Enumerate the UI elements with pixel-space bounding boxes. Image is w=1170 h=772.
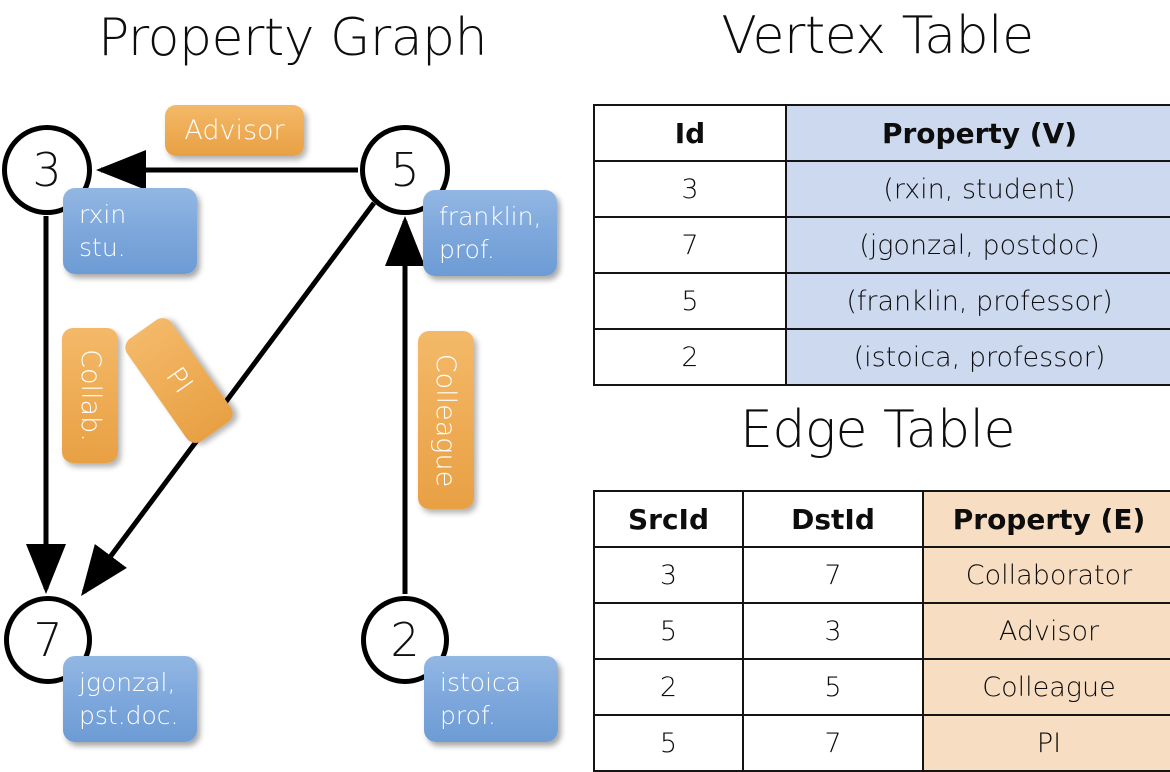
page-title-property-graph: Property Graph bbox=[97, 8, 488, 68]
edge-cell-srcid: 3 bbox=[593, 546, 744, 604]
graph-node-5[interactable]: 5 bbox=[360, 125, 450, 215]
edge-arrow-5-to-7 bbox=[81, 201, 377, 597]
edge-cell-dstid: 7 bbox=[742, 546, 924, 604]
table-header-row: SrcId DstId Property (E) bbox=[593, 490, 1170, 548]
vertex-table: Id Property (V) 3 (rxin, student) 7 (jgo… bbox=[593, 104, 1170, 386]
graph-node-2[interactable]: 2 bbox=[361, 596, 449, 684]
edge-label-text: Colleague bbox=[430, 353, 462, 487]
vertex-property-box-5: franklin, prof. bbox=[423, 190, 557, 276]
vertex-property-line1: rxin bbox=[79, 200, 127, 229]
table-row: 3 7 Collaborator bbox=[593, 546, 1170, 604]
vertex-property-line1: istoica bbox=[440, 668, 522, 697]
vertex-property-line1: franklin, bbox=[439, 202, 542, 231]
edge-table: SrcId DstId Property (E) 3 7 Collaborato… bbox=[593, 490, 1170, 772]
edge-label-text: Collab. bbox=[74, 349, 106, 442]
vertex-property-line2: pst.doc. bbox=[79, 701, 179, 730]
table-row: 2 5 Colleague bbox=[593, 658, 1170, 716]
vertex-cell-property: (jgonzal, postdoc) bbox=[785, 216, 1170, 274]
vertex-cell-id: 5 bbox=[593, 272, 787, 330]
edge-cell-srcid: 5 bbox=[593, 602, 744, 660]
edge-header-srcid: SrcId bbox=[593, 490, 744, 548]
vertex-cell-id: 2 bbox=[593, 328, 787, 386]
edge-cell-property: Colleague bbox=[922, 658, 1170, 716]
edge-cell-property: Advisor bbox=[922, 602, 1170, 660]
edge-cell-property: PI bbox=[922, 714, 1170, 772]
vertex-cell-id: 7 bbox=[593, 216, 787, 274]
edge-label-box-colleague: Colleague bbox=[418, 331, 474, 509]
table-row: 5 7 PI bbox=[593, 714, 1170, 772]
vertex-property-line2: prof. bbox=[440, 701, 496, 730]
table-row: 2 (istoica, professor) bbox=[593, 328, 1170, 386]
vertex-cell-property: (istoica, professor) bbox=[785, 328, 1170, 386]
vertex-header-id: Id bbox=[593, 104, 787, 162]
edge-cell-srcid: 2 bbox=[593, 658, 744, 716]
table-header-row: Id Property (V) bbox=[593, 104, 1170, 162]
edge-label-text: Advisor bbox=[184, 115, 285, 146]
vertex-property-box-3: rxin stu. bbox=[63, 188, 197, 274]
graph-edge-arrows bbox=[26, 150, 425, 597]
edge-label-box-advisor: Advisor bbox=[165, 105, 304, 156]
edge-header-property: Property (E) bbox=[922, 490, 1170, 548]
page-title-edge-table: Edge Table bbox=[739, 400, 1016, 460]
vertex-property-line2: stu. bbox=[79, 233, 126, 262]
edge-cell-dstid: 3 bbox=[742, 602, 924, 660]
vertex-header-property: Property (V) bbox=[785, 104, 1170, 162]
table-row: 5 (franklin, professor) bbox=[593, 272, 1170, 330]
table-row: 3 (rxin, student) bbox=[593, 160, 1170, 218]
vertex-cell-property: (rxin, student) bbox=[785, 160, 1170, 218]
edge-header-dstid: DstId bbox=[742, 490, 924, 548]
vertex-cell-property: (franklin, professor) bbox=[785, 272, 1170, 330]
vertex-property-line2: prof. bbox=[439, 235, 495, 264]
property-graph-diagram: 3 5 7 2 rxin stu. franklin, prof. jgonza… bbox=[0, 0, 585, 760]
edge-label-box-collab: Collab. bbox=[62, 328, 118, 463]
vertex-property-line1: jgonzal, bbox=[79, 668, 176, 697]
vertex-cell-id: 3 bbox=[593, 160, 787, 218]
vertex-property-box-7: jgonzal, pst.doc. bbox=[63, 656, 197, 742]
edge-cell-dstid: 5 bbox=[742, 658, 924, 716]
edge-label-text: PI bbox=[159, 361, 199, 400]
edge-cell-dstid: 7 bbox=[742, 714, 924, 772]
edge-cell-srcid: 5 bbox=[593, 714, 744, 772]
edge-cell-property: Collaborator bbox=[922, 546, 1170, 604]
page-title-vertex-table: Vertex Table bbox=[721, 6, 1034, 66]
vertex-property-box-2: istoica prof. bbox=[424, 656, 558, 742]
table-row: 5 3 Advisor bbox=[593, 602, 1170, 660]
table-row: 7 (jgonzal, postdoc) bbox=[593, 216, 1170, 274]
